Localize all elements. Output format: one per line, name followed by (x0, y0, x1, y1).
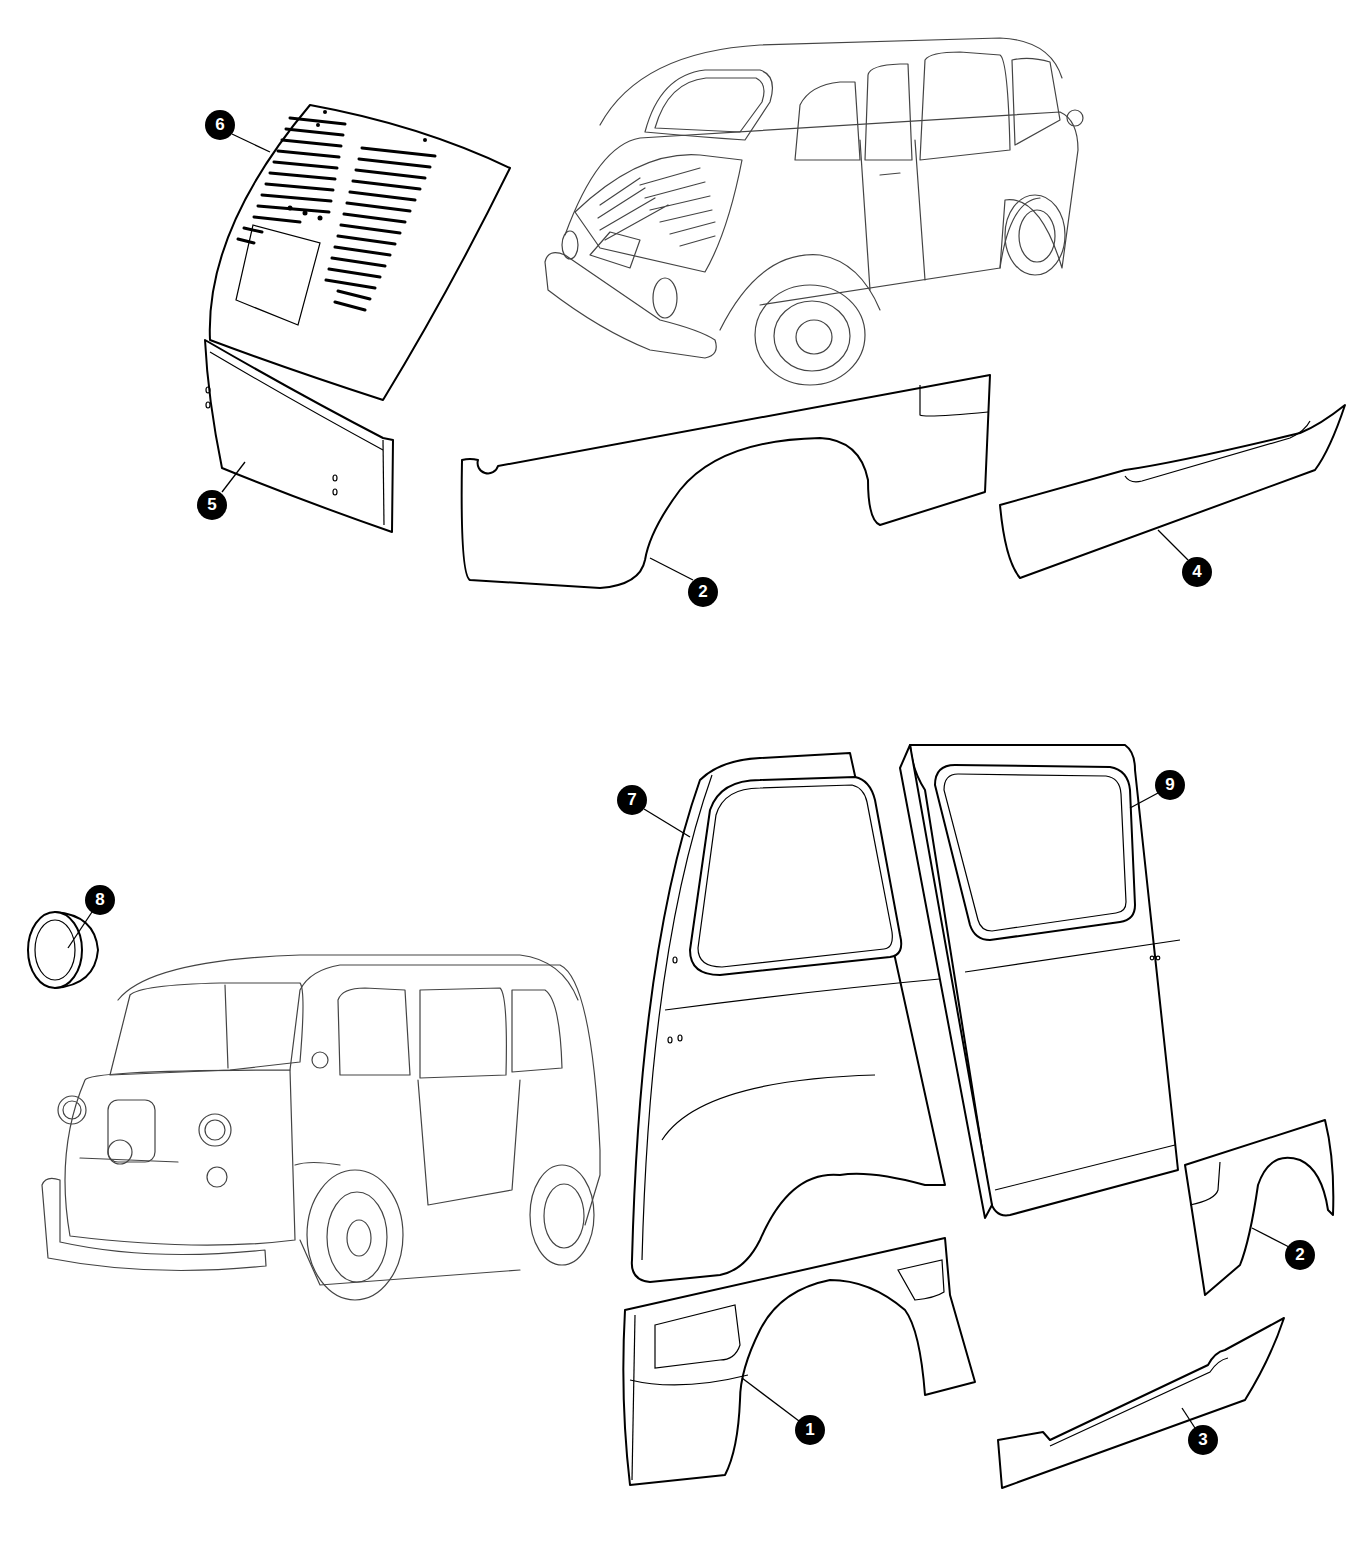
leader-lines (68, 134, 1289, 1428)
rear-side-panel (462, 375, 990, 588)
callout-number: 5 (197, 490, 227, 520)
callout-number: 7 (617, 785, 647, 815)
door-panel (900, 745, 1180, 1218)
rear-panel (205, 340, 393, 532)
headlight-bowl (28, 912, 98, 988)
callout-number: 3 (1188, 1425, 1218, 1455)
callout-number: 2 (1285, 1240, 1315, 1270)
front-side-panel (632, 753, 950, 1282)
engine-lid (210, 105, 510, 400)
rear-side-panel (1185, 1120, 1333, 1295)
callout-number: 4 (1182, 557, 1212, 587)
callout-number: 6 (205, 110, 235, 140)
callout-number: 1 (795, 1415, 825, 1445)
rear-sill-panel (1000, 405, 1345, 578)
callout-number: 8 (85, 885, 115, 915)
callout-discs (85, 110, 1315, 1455)
front-wheel-arch-panel (623, 1238, 975, 1485)
callout-number: 9 (1155, 770, 1185, 800)
front-sill-panel (998, 1318, 1284, 1488)
car-front-view (42, 955, 600, 1300)
callout-number: 2 (688, 577, 718, 607)
car-rear-view (545, 38, 1083, 385)
